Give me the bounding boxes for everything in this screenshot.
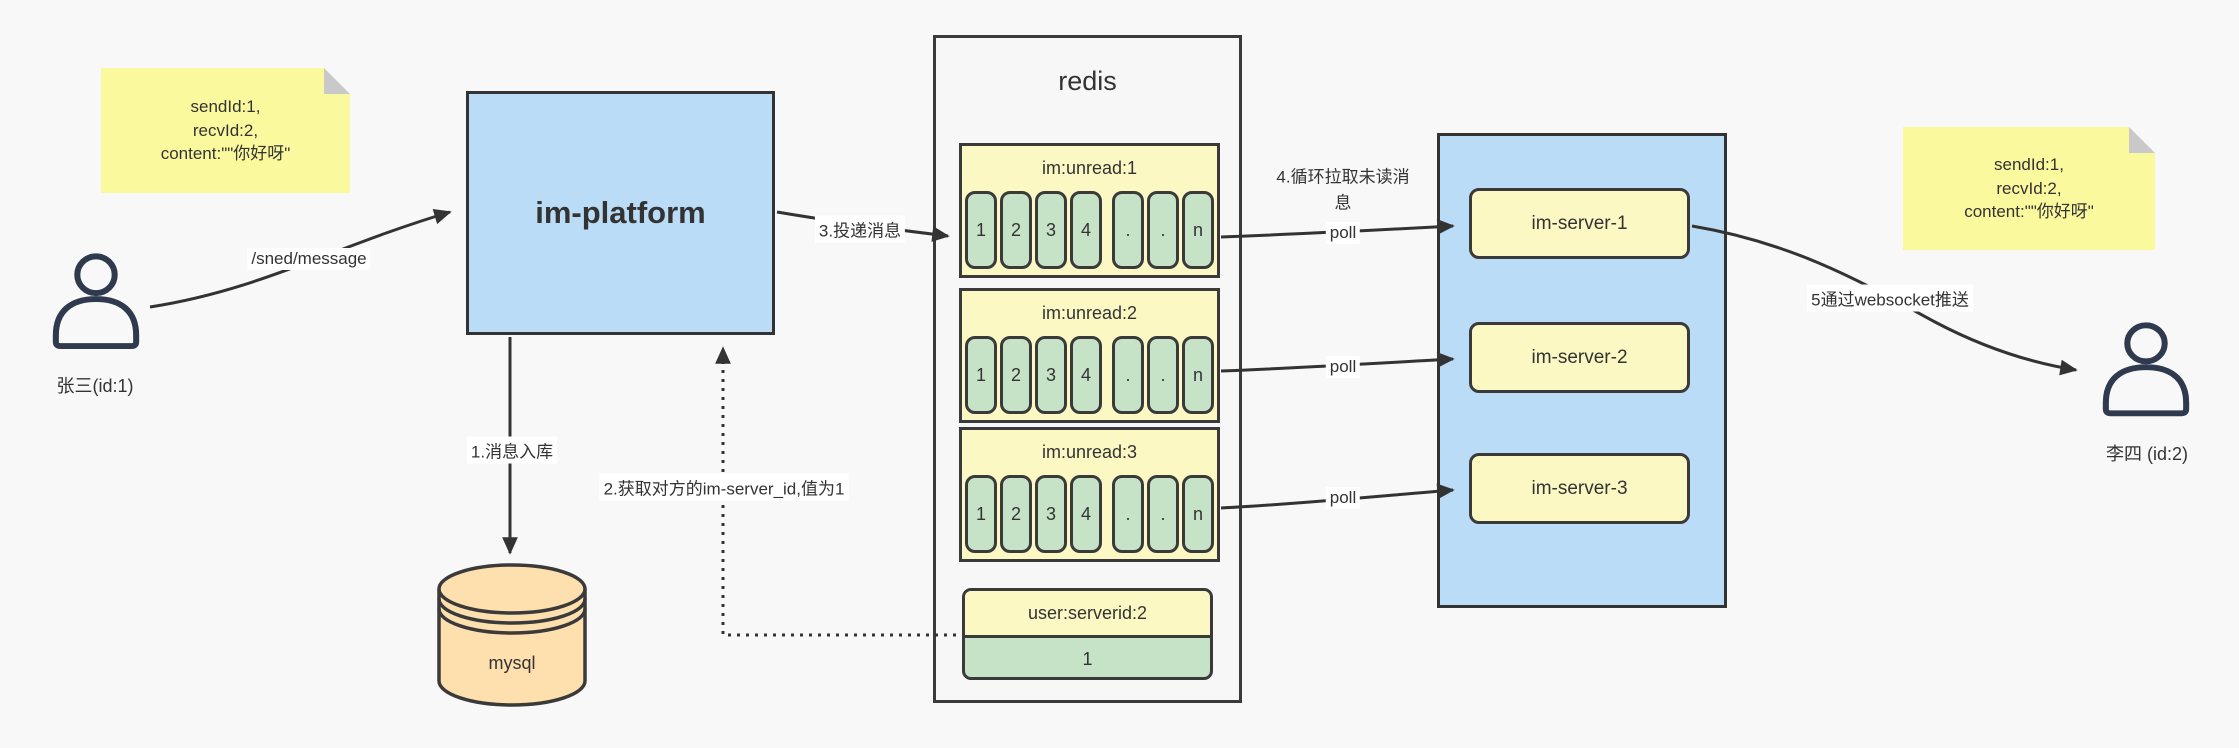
queue-cell: 1 bbox=[965, 336, 997, 414]
queue-cell: 3 bbox=[1035, 191, 1067, 269]
mysql-label: mysql bbox=[488, 653, 536, 673]
queue-cell: 4 bbox=[1070, 336, 1102, 414]
queue-cell: 2 bbox=[1000, 336, 1032, 414]
redis-title: redis bbox=[1058, 66, 1117, 96]
queue-cell: . bbox=[1112, 336, 1144, 414]
edge-label-step2: 2.获取对方的im-server_id,值为1 bbox=[599, 473, 849, 501]
edge-label-send: /sned/message bbox=[247, 248, 371, 270]
user-icon bbox=[2102, 322, 2190, 417]
queue-cell: . bbox=[1147, 336, 1179, 414]
queue-cell: . bbox=[1112, 191, 1144, 269]
note-fold-corner-icon bbox=[2129, 127, 2155, 153]
queue-cells: 1 2 3 4 . . n bbox=[965, 336, 1214, 414]
note-line: content:""你好呀" bbox=[1964, 202, 2094, 222]
user-icon bbox=[52, 253, 140, 350]
queue-cells: 1 2 3 4 . . n bbox=[965, 191, 1214, 269]
unread-queue-1: im:unread:1 1 2 3 4 . . n bbox=[959, 143, 1220, 278]
im-server-3-box: im-server-3 bbox=[1469, 453, 1690, 524]
unread-queue-3: im:unread:3 1 2 3 4 . . n bbox=[959, 427, 1220, 562]
queue-cell: 2 bbox=[1000, 475, 1032, 553]
user-serverid-box: user:serverid:2 1 bbox=[962, 588, 1213, 680]
im-platform-box: im-platform bbox=[466, 91, 775, 335]
queue-cell: 1 bbox=[965, 191, 997, 269]
edge-label-step4-line2: 息 bbox=[1334, 193, 1352, 212]
queue-title: im:unread:1 bbox=[1041, 158, 1138, 178]
note-line: sendId:1, bbox=[1994, 154, 2064, 174]
queue-cells: 1 2 3 4 . . n bbox=[965, 475, 1214, 553]
im-server-1-box: im-server-1 bbox=[1469, 188, 1690, 259]
user-serverid-key: user:serverid:2 bbox=[965, 591, 1210, 638]
queue-cell: 4 bbox=[1070, 475, 1102, 553]
edge-label-poll-2: poll bbox=[1325, 356, 1361, 378]
queue-cell: 3 bbox=[1035, 475, 1067, 553]
receiver-message-note: sendId:1, recvId:2, content:""你好呀" bbox=[1903, 127, 2155, 250]
note-fold-corner-icon bbox=[324, 68, 350, 94]
im-platform-label: im-platform bbox=[535, 195, 706, 230]
queue-cell: 3 bbox=[1035, 336, 1067, 414]
note-line: content:""你好呀" bbox=[160, 144, 291, 164]
edge-label-step4: 4.循环拉取未读消 息 bbox=[1272, 164, 1413, 217]
queue-cell: n bbox=[1182, 191, 1214, 269]
edge-label-step1: 1.消息入库 bbox=[466, 436, 558, 464]
note-line: recvId:2, bbox=[1996, 178, 2062, 198]
unread-queue-2: im:unread:2 1 2 3 4 . . n bbox=[959, 288, 1220, 423]
queue-cell: . bbox=[1147, 191, 1179, 269]
queue-title: im:unread:3 bbox=[1041, 442, 1138, 462]
queue-cell: 1 bbox=[965, 475, 997, 553]
edge-label-step5: 5通过websocket推送 bbox=[1807, 284, 1973, 312]
edge-label-poll-1: poll bbox=[1325, 222, 1361, 244]
im-server-2-box: im-server-2 bbox=[1469, 322, 1690, 393]
queue-cell: 4 bbox=[1070, 191, 1102, 269]
queue-cell: n bbox=[1182, 475, 1214, 553]
queue-cell: . bbox=[1147, 475, 1179, 553]
queue-title: im:unread:2 bbox=[1041, 303, 1138, 323]
note-line: recvId:2, bbox=[192, 120, 259, 140]
queue-cell: n bbox=[1182, 336, 1214, 414]
sender-label: 张三(id:1) bbox=[56, 376, 134, 396]
queue-cell: 2 bbox=[1000, 191, 1032, 269]
edge-label-poll-3: poll bbox=[1325, 487, 1361, 509]
edge-label-step3: 3.投递消息 bbox=[814, 215, 906, 243]
queue-cell: . bbox=[1112, 475, 1144, 553]
user-serverid-value: 1 bbox=[1082, 649, 1093, 669]
receiver-label: 李四 (id:2) bbox=[2105, 444, 2189, 464]
note-line: sendId:1, bbox=[190, 96, 261, 116]
edge-label-step4-line1: 4.循环拉取未读消 bbox=[1276, 167, 1410, 187]
mysql-database-icon bbox=[437, 563, 587, 707]
sender-message-note: sendId:1, recvId:2, content:""你好呀" bbox=[101, 68, 350, 193]
